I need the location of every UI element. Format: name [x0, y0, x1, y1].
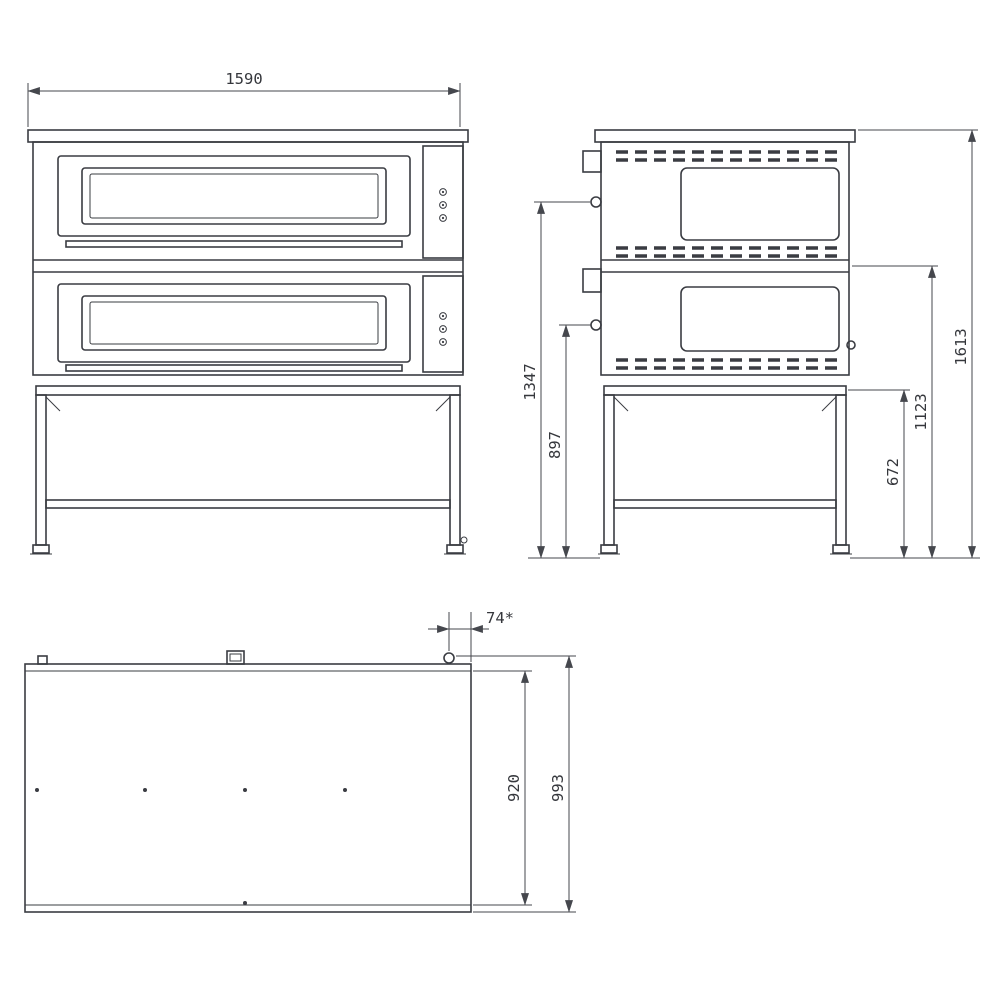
deck-split-height-label: 1123	[912, 393, 930, 430]
overall-depth-label: 993	[549, 774, 567, 802]
inner-depth-label: 920	[505, 774, 523, 802]
stand-leg-left	[603, 394, 615, 546]
upper-side-service-panel	[680, 167, 840, 241]
hinge-offset-label: 74*	[486, 609, 514, 627]
lower-knob-icon	[439, 325, 447, 333]
upper-door	[57, 155, 411, 237]
hinge-offset-dimension: 74*	[428, 609, 514, 662]
fastener-dot	[343, 788, 347, 792]
oven-body-front	[32, 141, 464, 376]
door-hinge-pin	[846, 340, 856, 350]
rear-center-clip	[226, 650, 245, 665]
stand-side	[598, 385, 852, 555]
stand-height-label: 672	[884, 458, 902, 486]
stand-leg-right	[449, 394, 461, 546]
side-view: 1347 897 672 1123 1613	[521, 129, 980, 559]
front-view: 1590	[27, 70, 469, 555]
top-view: 74* 920 993	[24, 609, 576, 913]
upper-door-window	[81, 167, 387, 225]
lower-knob-dot	[441, 340, 445, 344]
stand-top-rail	[603, 385, 847, 396]
upper-side-knob	[590, 196, 602, 208]
front-width-label: 1590	[225, 70, 262, 88]
lower-knob-icon	[439, 338, 447, 346]
upper-door-handle	[65, 240, 403, 248]
upper-door-window-inner	[89, 173, 379, 219]
oven-top-panel	[27, 129, 469, 143]
lower-switch-box	[582, 268, 602, 293]
oven-body-side	[600, 141, 850, 376]
upper-knob-icon	[439, 214, 447, 222]
gusset	[435, 396, 451, 412]
upper-knob-dot	[441, 203, 445, 207]
stand-leg-left	[35, 394, 47, 546]
gusset	[821, 396, 837, 412]
lower-knob-dot	[441, 327, 445, 331]
foot-bolt	[460, 536, 468, 544]
stand-mid-rail	[45, 499, 451, 509]
overall-height-label: 1613	[952, 328, 970, 365]
lower-door-handle	[65, 364, 403, 372]
fastener-dot	[243, 788, 247, 792]
lower-deck	[57, 275, 464, 373]
side-right-dimensions: 672 1123 1613	[848, 129, 980, 559]
stand-foot-left	[32, 544, 50, 554]
stand-mid-rail	[613, 499, 837, 509]
side-left-dimensions: 1347 897	[521, 201, 600, 559]
upper-deck	[57, 145, 464, 259]
oven-top-panel-side	[594, 129, 856, 143]
lower-door-window	[81, 295, 387, 351]
gusset	[45, 396, 61, 412]
lower-knob-dot	[441, 314, 445, 318]
top-view-outline	[24, 663, 472, 913]
lower-control-panel	[422, 275, 464, 373]
stand-foot-right	[832, 544, 850, 554]
rear-center-clip-inner	[229, 653, 242, 662]
fastener-dot	[143, 788, 147, 792]
rear-hinge-pin	[443, 652, 455, 664]
gusset	[613, 396, 629, 412]
depth-dimensions: 920 993	[456, 655, 576, 913]
stand-top-rail	[35, 385, 461, 396]
lower-door	[57, 283, 411, 363]
upper-knob-dot	[441, 216, 445, 220]
rear-left-bracket	[37, 655, 48, 665]
upper-knob-height-label: 1347	[521, 363, 539, 400]
fastener-dot	[243, 901, 247, 905]
front-width-dimension: 1590	[27, 70, 461, 127]
fastener-dot	[35, 788, 39, 792]
lower-knob-height-label: 897	[546, 431, 564, 459]
stand-foot-right	[446, 544, 464, 554]
lower-knob-icon	[439, 312, 447, 320]
stand-foot-left	[600, 544, 618, 554]
stand-front	[30, 385, 468, 555]
lower-door-window-inner	[89, 301, 379, 345]
lower-side-knob	[590, 319, 602, 331]
upper-knob-dot	[441, 190, 445, 194]
upper-control-panel	[422, 145, 464, 259]
stand-leg-right	[835, 394, 847, 546]
lower-side-service-panel	[680, 286, 840, 352]
upper-knob-icon	[439, 188, 447, 196]
upper-switch-box	[582, 150, 602, 173]
upper-knob-icon	[439, 201, 447, 209]
